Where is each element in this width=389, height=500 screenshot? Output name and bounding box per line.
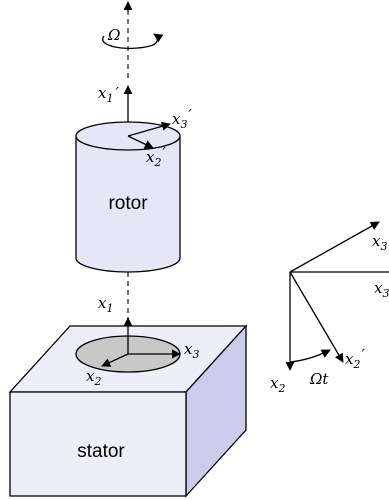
stator-front-face: [9, 391, 187, 497]
x1-prime-axis: x1′: [98, 84, 133, 123]
rotor-local-axes: x3′ x2′: [127, 106, 192, 169]
x1-label: x1: [98, 294, 113, 315]
x2-prime-label: x2′: [146, 144, 166, 169]
stator-label: stator: [77, 441, 125, 462]
inset-x2-prime-label: x2′: [345, 346, 365, 371]
rotation-inset: x3 x3 x2′ x2 Ωt: [270, 221, 389, 395]
x1-prime-label: x1′: [98, 84, 119, 105]
angle-label: Ωt: [309, 370, 329, 388]
omega-label: Ω: [107, 26, 120, 44]
x2-label: x2: [86, 367, 101, 388]
rotor-label: rotor: [108, 193, 148, 214]
rotor-body: [75, 135, 181, 273]
x3-label: x3: [184, 340, 199, 361]
spin-arrow: Ω: [102, 26, 164, 49]
inset-x3-label: x3: [374, 279, 389, 300]
inset-x3p-label: x3: [372, 232, 387, 253]
inset-x2-label: x2: [270, 374, 285, 395]
x3-prime-label: x3′: [172, 106, 192, 131]
stator-axes: x1 x3 x2: [86, 294, 199, 388]
